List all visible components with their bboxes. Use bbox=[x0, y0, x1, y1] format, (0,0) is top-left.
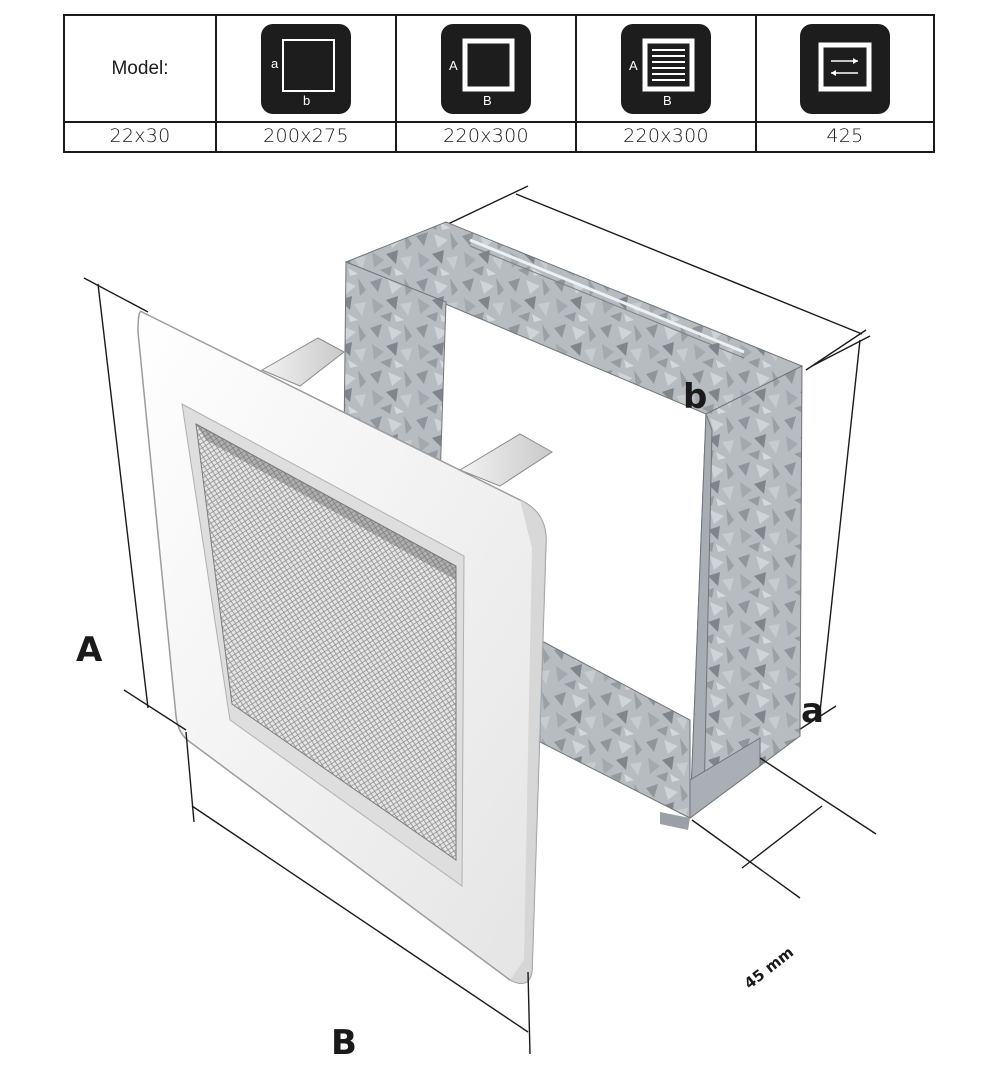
louvre-size-value: 220x300 bbox=[623, 125, 709, 147]
airflow-area-value: 425 bbox=[826, 125, 864, 147]
dimension-B-label: B bbox=[331, 1023, 357, 1063]
airflow-value-cell: 425 bbox=[757, 121, 933, 151]
dimension-b-label: b bbox=[683, 377, 708, 417]
cutout-size-cell: a b bbox=[217, 16, 397, 121]
louvre-bottom-letter: B bbox=[663, 92, 672, 108]
louvre-grille-size-icon: A B bbox=[621, 23, 711, 114]
grille-assembly-diagram: b A a B 45 mm bbox=[0, 160, 994, 1080]
louvre-size-cell: A B bbox=[577, 16, 757, 121]
model-header-cell: Model: bbox=[65, 16, 217, 121]
dimension-a-label: a bbox=[801, 691, 824, 731]
frame-side-letter: A bbox=[449, 57, 458, 73]
dimension-B bbox=[185, 731, 531, 1055]
frame-size-value: 220x300 bbox=[443, 125, 529, 147]
frame-bottom-letter: B bbox=[483, 92, 492, 108]
spec-table-header-row: Model: a b A B bbox=[65, 16, 933, 123]
dimension-A-label: A bbox=[76, 630, 103, 670]
cutout-side-letter: a bbox=[271, 55, 279, 71]
louvre-side-letter: A bbox=[629, 57, 638, 73]
cutout-bottom-letter: b bbox=[303, 92, 311, 108]
dimension-depth bbox=[691, 757, 877, 899]
frame-size-icon: A B bbox=[441, 23, 531, 114]
airflow-area-icon bbox=[800, 23, 890, 114]
assembly-drawing bbox=[83, 185, 877, 1055]
frame-size-cell: A B bbox=[397, 16, 577, 121]
cutout-size-icon: a b bbox=[261, 23, 351, 114]
cutout-value-cell: 200x275 bbox=[217, 121, 397, 151]
airflow-cell bbox=[757, 16, 933, 121]
cutout-size-value: 200x275 bbox=[263, 125, 349, 147]
frame-value-cell: 220x300 bbox=[397, 121, 577, 151]
model-value-cell: 22x30 bbox=[65, 121, 217, 151]
louvre-value-cell: 220x300 bbox=[577, 121, 757, 151]
spec-table-values-row: 22x30 200x275 220x300 220x300 425 bbox=[65, 121, 933, 151]
spec-table: Model: a b A B bbox=[63, 14, 935, 153]
model-label: Model: bbox=[111, 57, 169, 79]
model-value: 22x30 bbox=[109, 125, 171, 147]
dimension-A bbox=[83, 277, 187, 731]
front-grille bbox=[137, 310, 547, 985]
